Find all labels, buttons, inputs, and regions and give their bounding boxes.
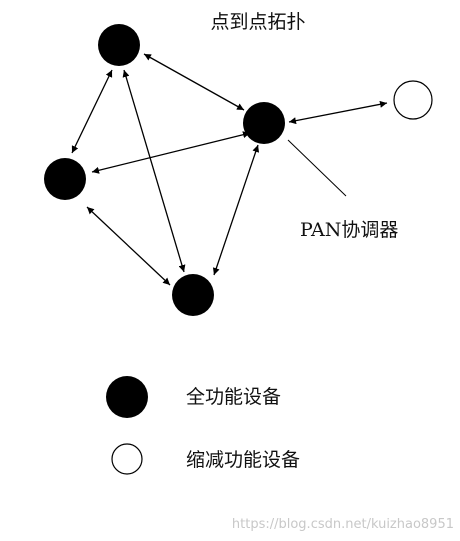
legend: 全功能设备 缩减功能设备	[106, 376, 300, 475]
coordinator-pointer-line	[287, 139, 347, 197]
link-top-to-bottom	[122, 69, 186, 273]
legend-reduced-device-swatch	[111, 443, 143, 475]
pan-coordinator-node	[243, 102, 285, 144]
legend-full-device-swatch	[106, 376, 148, 418]
link-coordinator-to-reduced	[288, 100, 388, 125]
legend-full-device-label: 全功能设备	[186, 386, 281, 408]
legend-reduced-device-label: 缩减功能设备	[186, 449, 300, 471]
link-left-to-bottom	[86, 206, 171, 286]
full-device-node-bottom	[172, 274, 214, 316]
watermark-text: https://blog.csdn.net/kuizhao8951	[232, 517, 454, 532]
link-coordinator-to-bottom	[212, 144, 260, 276]
coordinator-label: PAN协调器	[300, 219, 398, 241]
full-device-node-top	[98, 24, 140, 66]
link-left-to-coordinator	[91, 131, 251, 174]
link-top-to-left	[71, 69, 113, 154]
diagram-title: 点到点拓扑	[210, 11, 305, 33]
link-top-to-coordinator	[143, 53, 245, 111]
full-device-node-left	[44, 158, 86, 200]
reduced-device-node	[393, 80, 433, 120]
